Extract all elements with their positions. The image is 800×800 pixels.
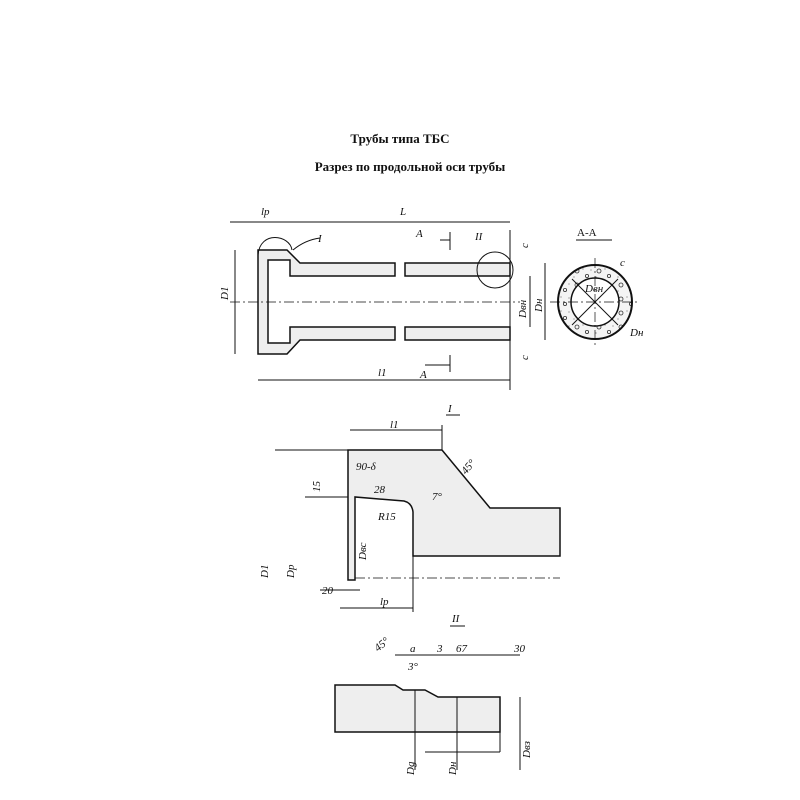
section-label-c: c [620, 257, 625, 269]
label-Dn: Dн [533, 298, 545, 313]
detail-I-label-90: 90-δ [356, 461, 377, 473]
detail-II-label-Dn: Dн [447, 761, 459, 776]
label-lp: lp [261, 206, 270, 218]
drawing-subtitle: Разрез по продольной оси трубы [314, 159, 506, 174]
detail-II-title: II [451, 613, 461, 625]
detail-I-label-lp: lp [380, 596, 389, 608]
section-label-Dvn: Dвн [584, 283, 604, 295]
label-L: L [399, 206, 406, 218]
detail-I-label-15: 15 [311, 481, 323, 493]
label-detail-II: II [474, 231, 484, 243]
detail-II-label-a: a [410, 643, 416, 655]
section-title: A-A [577, 227, 597, 239]
label-l1: l1 [378, 367, 387, 379]
detail-I-label-Dp: Dp [285, 564, 297, 579]
detail-II-label-3: 3 [436, 643, 443, 655]
label-c-top: c [519, 243, 531, 248]
detail-I-label-28: 28 [374, 484, 386, 496]
detail-I-label-l1: l1 [390, 419, 399, 431]
label-section-A-top: A [415, 228, 423, 240]
detail-I-label-20: 20 [322, 585, 334, 597]
drawing-title: Трубы типа ТБС [350, 131, 450, 146]
label-detail-I: I [317, 233, 323, 245]
detail-II-label-30: 30 [513, 643, 526, 655]
label-c-bottom: c [519, 355, 531, 360]
detail-II-label-3deg: 3° [407, 661, 419, 673]
detail-I-label-Dvs: Dвс [357, 542, 369, 561]
detail-I-label-R: R15 [377, 511, 396, 523]
label-section-A-bottom: A [419, 369, 427, 381]
detail-I-title: I [447, 403, 453, 415]
detail-II-label-45: 45° [372, 635, 392, 654]
label-D1: D1 [219, 287, 231, 301]
detail-II-label-Dg: Dg [405, 761, 417, 776]
label-Dvn: Dвн [517, 299, 529, 319]
detail-I-label-D1: D1 [259, 565, 271, 579]
detail-I: I l1 90-δ 15 28 7° R15 45° Dвс D1 Dp 20 … [259, 403, 561, 612]
detail-II: II 45° a 3 67 30 3° Dg Dн Dвз [334, 613, 533, 776]
cross-section-A-A: A-A c Dвн Dн [550, 227, 644, 346]
detail-II-label-Dvz: Dвз [521, 741, 533, 759]
detail-II-label-67: 67 [456, 643, 468, 655]
section-label-Dn: Dн [629, 327, 644, 339]
pipe-section-view: lp L I II A A D1 c c Dвн Dн l1 [219, 206, 546, 390]
detail-I-label-angle: 7° [432, 491, 443, 503]
